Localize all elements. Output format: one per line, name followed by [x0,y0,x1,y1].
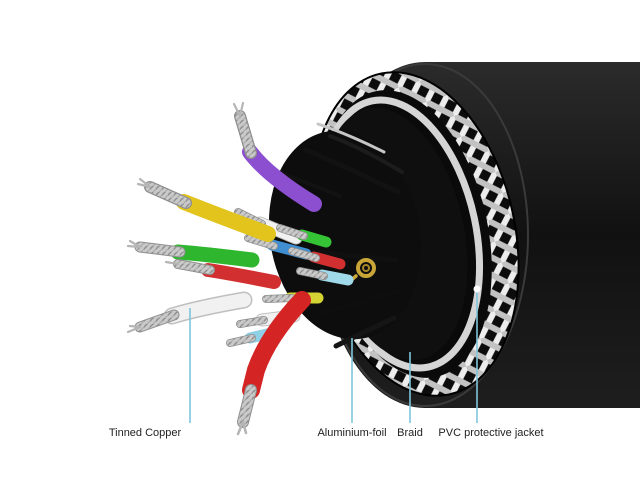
pvc-jacket-marker-dot [473,285,481,293]
wire-yellow-fray [136,177,152,189]
wire-cyan-tip [296,267,328,280]
wire-green-fray [126,239,142,249]
cluster-wires [226,208,354,347]
wire-green-tip [135,242,185,257]
black-strand [333,315,397,349]
main-wires [126,101,322,436]
wire-red-mid-tip [174,260,214,274]
wire-red-c-tip [288,247,320,262]
wire-white-sleeve [165,293,251,323]
label-pvc-jacket: PVC protective jacket [438,427,544,439]
label-tinned-copper: Tinned Copper [108,427,182,439]
gold-coil-outer [356,258,376,278]
label-braid: Braid [397,427,423,439]
wire-green-sleeve [170,244,260,268]
gold-coil-inner [362,264,370,272]
wire-red-mid-sleeve [201,263,281,289]
black-strand [317,289,401,317]
leader-lines [189,285,481,423]
wire-yellow-tip [145,182,191,208]
silver-strand [316,122,386,154]
black-strand [303,147,401,195]
wire-cyan-b-tip [226,334,256,347]
wire-purple-tip [235,111,256,158]
wire-red-big-fray [236,420,248,436]
black-strand [328,134,404,174]
black-strand [317,249,399,263]
wire-blue-tip [244,234,278,250]
wire-white-b-tip [236,316,268,328]
wire-white-tip [135,310,179,332]
wire-red-big-sleeve [242,291,311,399]
wire-white-fray [126,324,142,334]
wire-green-b-tip [276,224,308,240]
wire-red-big-tip [238,385,256,427]
wire-purple-fray [232,101,245,118]
wire-red-mid-fray [164,260,180,266]
wire-yellowgreen-tip [262,294,296,303]
label-aluminium-foil: Aluminium-foil [317,427,387,439]
